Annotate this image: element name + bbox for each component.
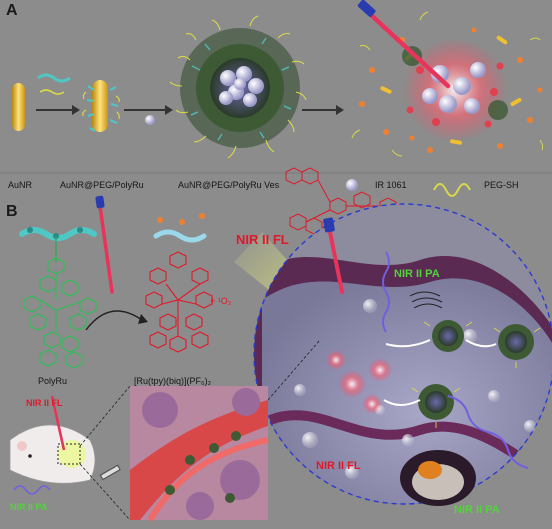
legend-peg-sh: PEG-SH	[484, 180, 519, 190]
cell-vesicles	[411, 320, 541, 428]
gold-nanorod	[12, 83, 25, 131]
vesicle	[169, 15, 307, 159]
zoom-circle-outline	[253, 203, 552, 505]
label-nir-ii-fl-bottom: NIR II FL	[316, 460, 361, 472]
label-ru-complex: [Ru(tpy)(biq)](PF₆)₂	[134, 376, 212, 386]
pa-wave-bottom	[447, 395, 529, 469]
laser-pointer-a	[357, 0, 451, 89]
coated-nanorod	[92, 80, 108, 132]
reaction-arrow	[85, 310, 143, 331]
legend-vesicle: AuNR@PEG/PolyRu Ves	[178, 180, 280, 190]
uptake-arrows	[383, 339, 497, 406]
nucleus-organelle	[400, 450, 476, 506]
polyru-polymer-chain	[19, 227, 97, 262]
label-mouse-nir-pa: NIR II PA	[10, 502, 48, 512]
label-nir-ii-pa-top: NIR II PA	[394, 268, 440, 280]
panel-label-b: B	[6, 203, 18, 220]
laser-pointer-cell	[323, 217, 344, 294]
peg-sh-legend-icon	[433, 183, 471, 197]
vessel-inset	[79, 339, 321, 522]
glowing-particles	[326, 350, 392, 414]
bubbles	[294, 299, 536, 479]
ru-complex-structure	[145, 251, 213, 353]
label-nir-ii-fl-top: NIR II FL	[236, 232, 289, 247]
disassembly-burst	[351, 11, 544, 157]
panel-a-artwork	[12, 0, 544, 159]
label-singlet-oxygen: + ¹O₂	[210, 296, 232, 306]
label-nir-ii-pa-bottom: NIR II PA	[454, 504, 500, 516]
panel-b-artwork	[9, 195, 552, 522]
ir1061-sphere	[145, 115, 155, 125]
mouse-illustration	[9, 395, 121, 495]
tumor-microenvironment	[253, 203, 552, 506]
laser-pointer-b	[95, 195, 114, 294]
label-polyru: PolyRu	[38, 376, 68, 386]
peg-chain	[39, 89, 65, 95]
cleaved-polymer	[153, 213, 207, 243]
legend-ir1061: IR 1061	[375, 180, 407, 190]
legend-aunr-peg-polyru: AuNR@PEG/PolyRu	[60, 180, 144, 190]
pa-wave-top	[382, 251, 390, 333]
polyru-chain	[37, 73, 71, 83]
legend-aunr: AuNR	[8, 180, 33, 190]
panel-label-a: A	[6, 2, 18, 19]
golgi-organelle	[409, 291, 443, 309]
ir1061-legend-icon	[346, 179, 358, 191]
label-mouse-nir-fl: NIR II FL	[26, 398, 63, 408]
polyru-structure	[23, 257, 97, 369]
